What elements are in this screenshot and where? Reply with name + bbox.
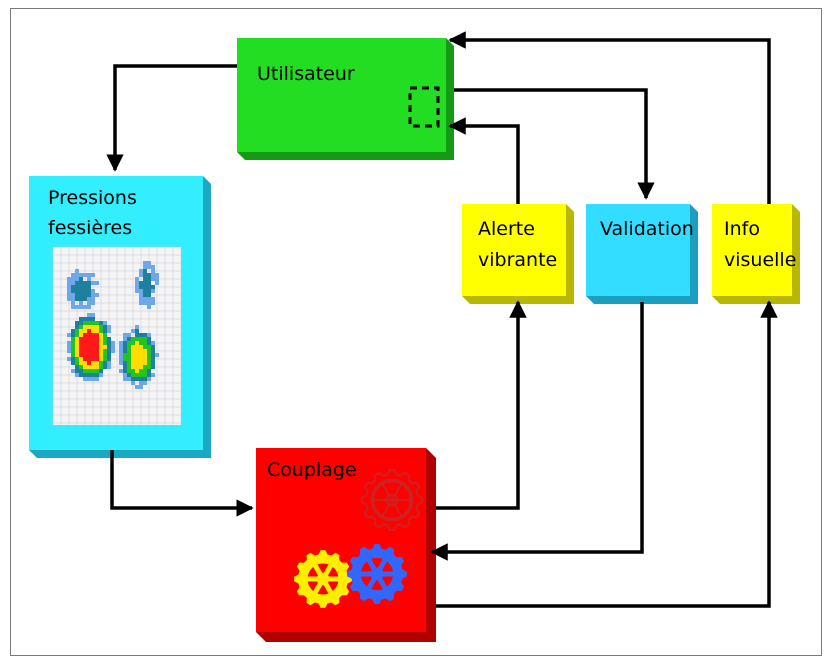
- alerte-box: Alerte vibrante: [462, 204, 574, 304]
- info-label-line2: visuelle: [724, 249, 796, 271]
- utilisateur-label: Utilisateur: [257, 63, 355, 85]
- arrow-utilisateur-to-validation: [454, 88, 655, 200]
- arrow-utilisateur-to-pressions: [106, 64, 237, 172]
- pressions-box: Pressions fessières: [29, 176, 211, 458]
- validation-box: Validation: [586, 204, 698, 304]
- arrow-info-to-utilisateur: [448, 31, 771, 204]
- pressions-label-line2: fessières: [48, 217, 132, 239]
- blue-gear-icon: [347, 544, 407, 604]
- dashed-port: [408, 86, 440, 128]
- pressions-label-line1: Pressions: [48, 187, 137, 209]
- yellow-gear-icon: [294, 550, 352, 608]
- utilisateur-box: Utilisateur: [237, 38, 454, 160]
- arrow-pressions-to-couplage: [110, 450, 254, 517]
- info-box: Info visuelle: [712, 204, 800, 304]
- arrow-couplage-to-alerte: [436, 300, 527, 510]
- red-gear-icon: [361, 469, 423, 531]
- arrow-couplage-to-info: [436, 300, 778, 608]
- validation-label: Validation: [600, 218, 694, 240]
- pressure-heatmap: [52, 246, 182, 425]
- arrow-validation-to-couplage: [430, 302, 644, 561]
- alerte-label-line1: Alerte: [478, 218, 535, 240]
- couplage-box: Couplage: [256, 448, 436, 642]
- alerte-label-line2: vibrante: [478, 249, 557, 271]
- info-label-line1: Info: [724, 218, 760, 240]
- couplage-label: Couplage: [267, 459, 357, 481]
- arrow-alerte-to-utilisateur: [448, 117, 520, 204]
